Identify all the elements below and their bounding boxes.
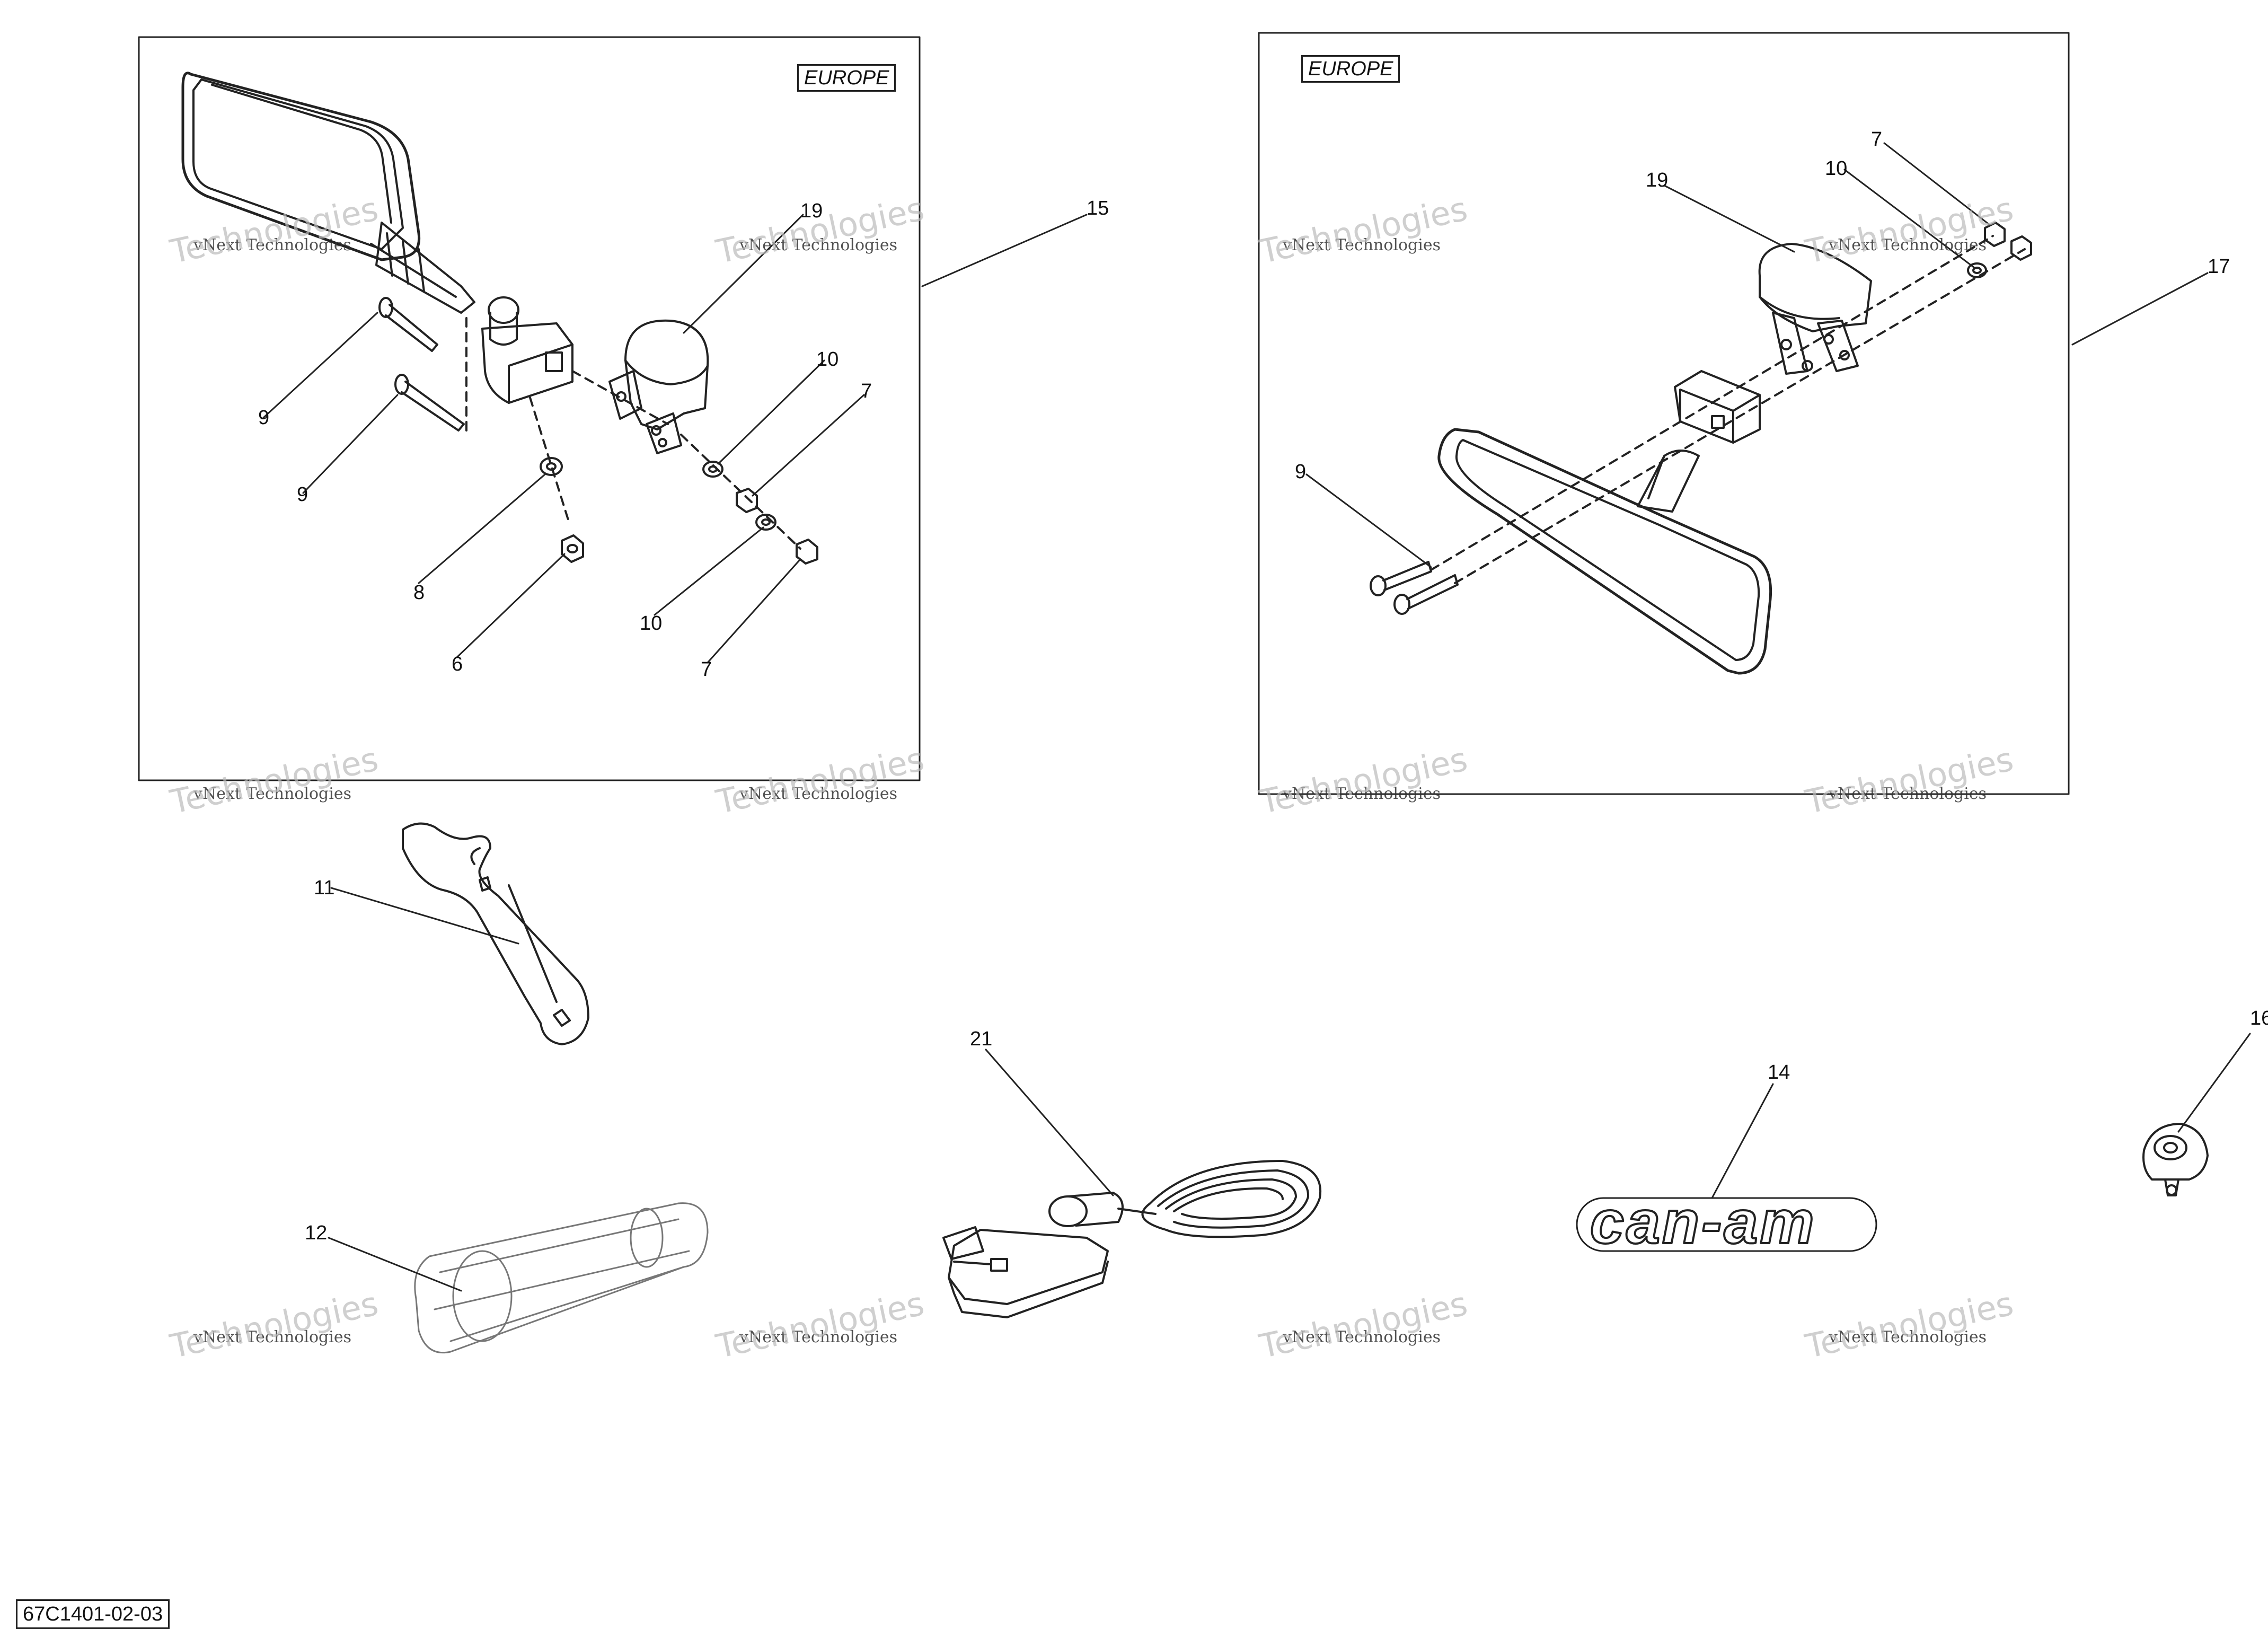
washer-10b — [755, 514, 776, 531]
nut-6 — [561, 534, 584, 563]
washer-10a — [702, 461, 723, 478]
nut-7r-b — [2010, 235, 2032, 261]
callout-9-right: 9 — [1295, 461, 1306, 483]
leader-11 — [330, 887, 519, 945]
clamp-19-left — [608, 319, 709, 454]
watermark-10: vNext Technologies — [739, 1328, 898, 1346]
leaders-right — [1305, 142, 2209, 568]
logo-can-am: can-am — [1590, 1188, 1816, 1256]
watermark-11: vNext Technologies — [1283, 1328, 1441, 1346]
nut-7b — [796, 539, 818, 565]
callout-6: 6 — [452, 653, 463, 675]
washer-8 — [540, 457, 563, 476]
callout-10-right: 10 — [1825, 157, 1847, 180]
callout-14: 14 — [1768, 1061, 1790, 1084]
bolt-9b — [394, 374, 465, 432]
rearview-mirror-drawing — [1370, 222, 2032, 675]
callout-8: 8 — [413, 582, 425, 604]
leaders-left — [262, 214, 1088, 664]
watermark-5: vNext Technologies — [193, 785, 352, 803]
watermark-9: vNext Technologies — [193, 1328, 352, 1346]
leader-14 — [1711, 1083, 1774, 1199]
watermark-12: vNext Technologies — [1829, 1328, 1987, 1346]
watermark-6: vNext Technologies — [739, 785, 898, 803]
callout-7-left-b: 7 — [701, 658, 712, 681]
decal-14-outline — [1576, 1197, 1877, 1252]
watermark-1: vNext Technologies — [193, 236, 352, 254]
harness-21 — [942, 1160, 1322, 1318]
wrench-11 — [402, 822, 589, 1045]
frame-label-europe-right: EUROPE — [1301, 55, 1400, 83]
bolt-9a — [378, 297, 438, 352]
callout-21: 21 — [970, 1028, 992, 1050]
clamp-19-right — [1758, 243, 1872, 375]
callout-10-left-a: 10 — [816, 348, 839, 371]
callout-10-left-b: 10 — [640, 612, 662, 635]
grip-12 — [414, 1202, 709, 1354]
diagram-code: 67C1401-02-03 — [16, 1599, 170, 1629]
callout-7-right: 7 — [1871, 128, 1882, 151]
callout-19-right: 19 — [1646, 169, 1668, 191]
frame-left — [138, 36, 921, 781]
watermark-4: vNext Technologies — [1829, 236, 1987, 254]
nut-7a — [736, 488, 758, 513]
watermark-8: vNext Technologies — [1829, 785, 1987, 803]
washer-10r — [1967, 262, 1987, 278]
side-mirror-drawing — [181, 72, 818, 565]
callout-17: 17 — [2208, 256, 2230, 278]
key-16 — [2142, 1123, 2209, 1196]
callout-16: 16 — [2250, 1007, 2268, 1029]
callout-9a: 9 — [258, 407, 269, 429]
callout-12: 12 — [305, 1222, 327, 1244]
callout-15: 15 — [1087, 197, 1109, 219]
leader-12 — [328, 1237, 462, 1292]
leader-21 — [985, 1049, 1114, 1196]
callout-9b: 9 — [297, 483, 308, 506]
watermark-2: vNext Technologies — [739, 236, 898, 254]
watermark-3: vNext Technologies — [1283, 236, 1441, 254]
leader-16 — [2177, 1033, 2251, 1133]
callout-11: 11 — [314, 877, 334, 899]
frame-right — [1258, 32, 2070, 795]
bolt-9r-a — [1370, 561, 1432, 596]
callout-19-left: 19 — [800, 200, 823, 222]
bolt-9r-b — [1393, 574, 1459, 615]
frame-label-europe-left: EUROPE — [797, 64, 896, 92]
callout-7-left-a: 7 — [861, 380, 872, 402]
watermark-7: vNext Technologies — [1283, 785, 1441, 803]
